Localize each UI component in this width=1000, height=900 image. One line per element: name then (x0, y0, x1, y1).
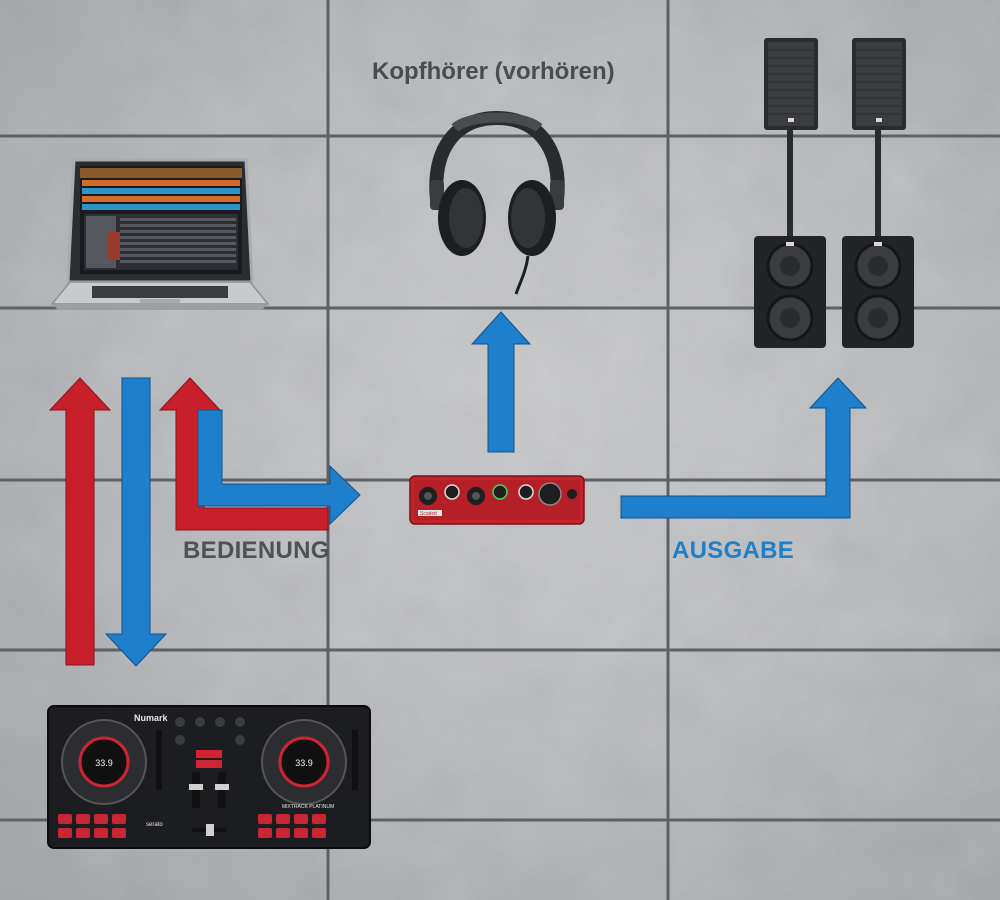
output-label: AUSGABE (672, 537, 795, 564)
right-pads (258, 814, 326, 838)
headphones-icon (429, 110, 565, 295)
interface-brand-text: Scarlett (420, 511, 438, 517)
arrow-laptop-to-interface (197, 409, 361, 526)
arrow-interface-to-speakers (620, 377, 868, 519)
speakers-icon (754, 38, 914, 348)
controller-software-text: serato (146, 822, 163, 828)
left-jog-display: 33.9 (95, 758, 113, 768)
controller-model-text: MIXTRACK PLATINUM (282, 804, 334, 810)
left-pads (58, 814, 126, 838)
right-jogwheel: 33.9 (261, 719, 347, 805)
dj-controller-icon: Numark 33.9 33.9 (47, 705, 371, 849)
control-label: BEDIENUNG (183, 537, 330, 564)
mixer-section (175, 717, 245, 836)
left-jogwheel: 33.9 (61, 719, 147, 805)
arrow-laptop-to-controller (104, 377, 168, 667)
arrow-interface-to-headphones (470, 311, 532, 453)
arrow-interface-to-laptop (158, 377, 329, 531)
top-speaker-left (764, 38, 818, 130)
subwoofer-left (754, 236, 826, 348)
subwoofer-right (842, 236, 914, 348)
top-speaker-right (852, 38, 906, 130)
laptop-icon (50, 158, 270, 310)
controller-brand-text: Numark (134, 713, 169, 723)
headphones-label: Kopfhörer (vorhören) (372, 58, 615, 85)
arrow-controller-to-laptop (48, 377, 112, 666)
right-jog-display: 33.9 (295, 758, 313, 768)
audio-interface-icon: Scarlett (409, 475, 585, 525)
